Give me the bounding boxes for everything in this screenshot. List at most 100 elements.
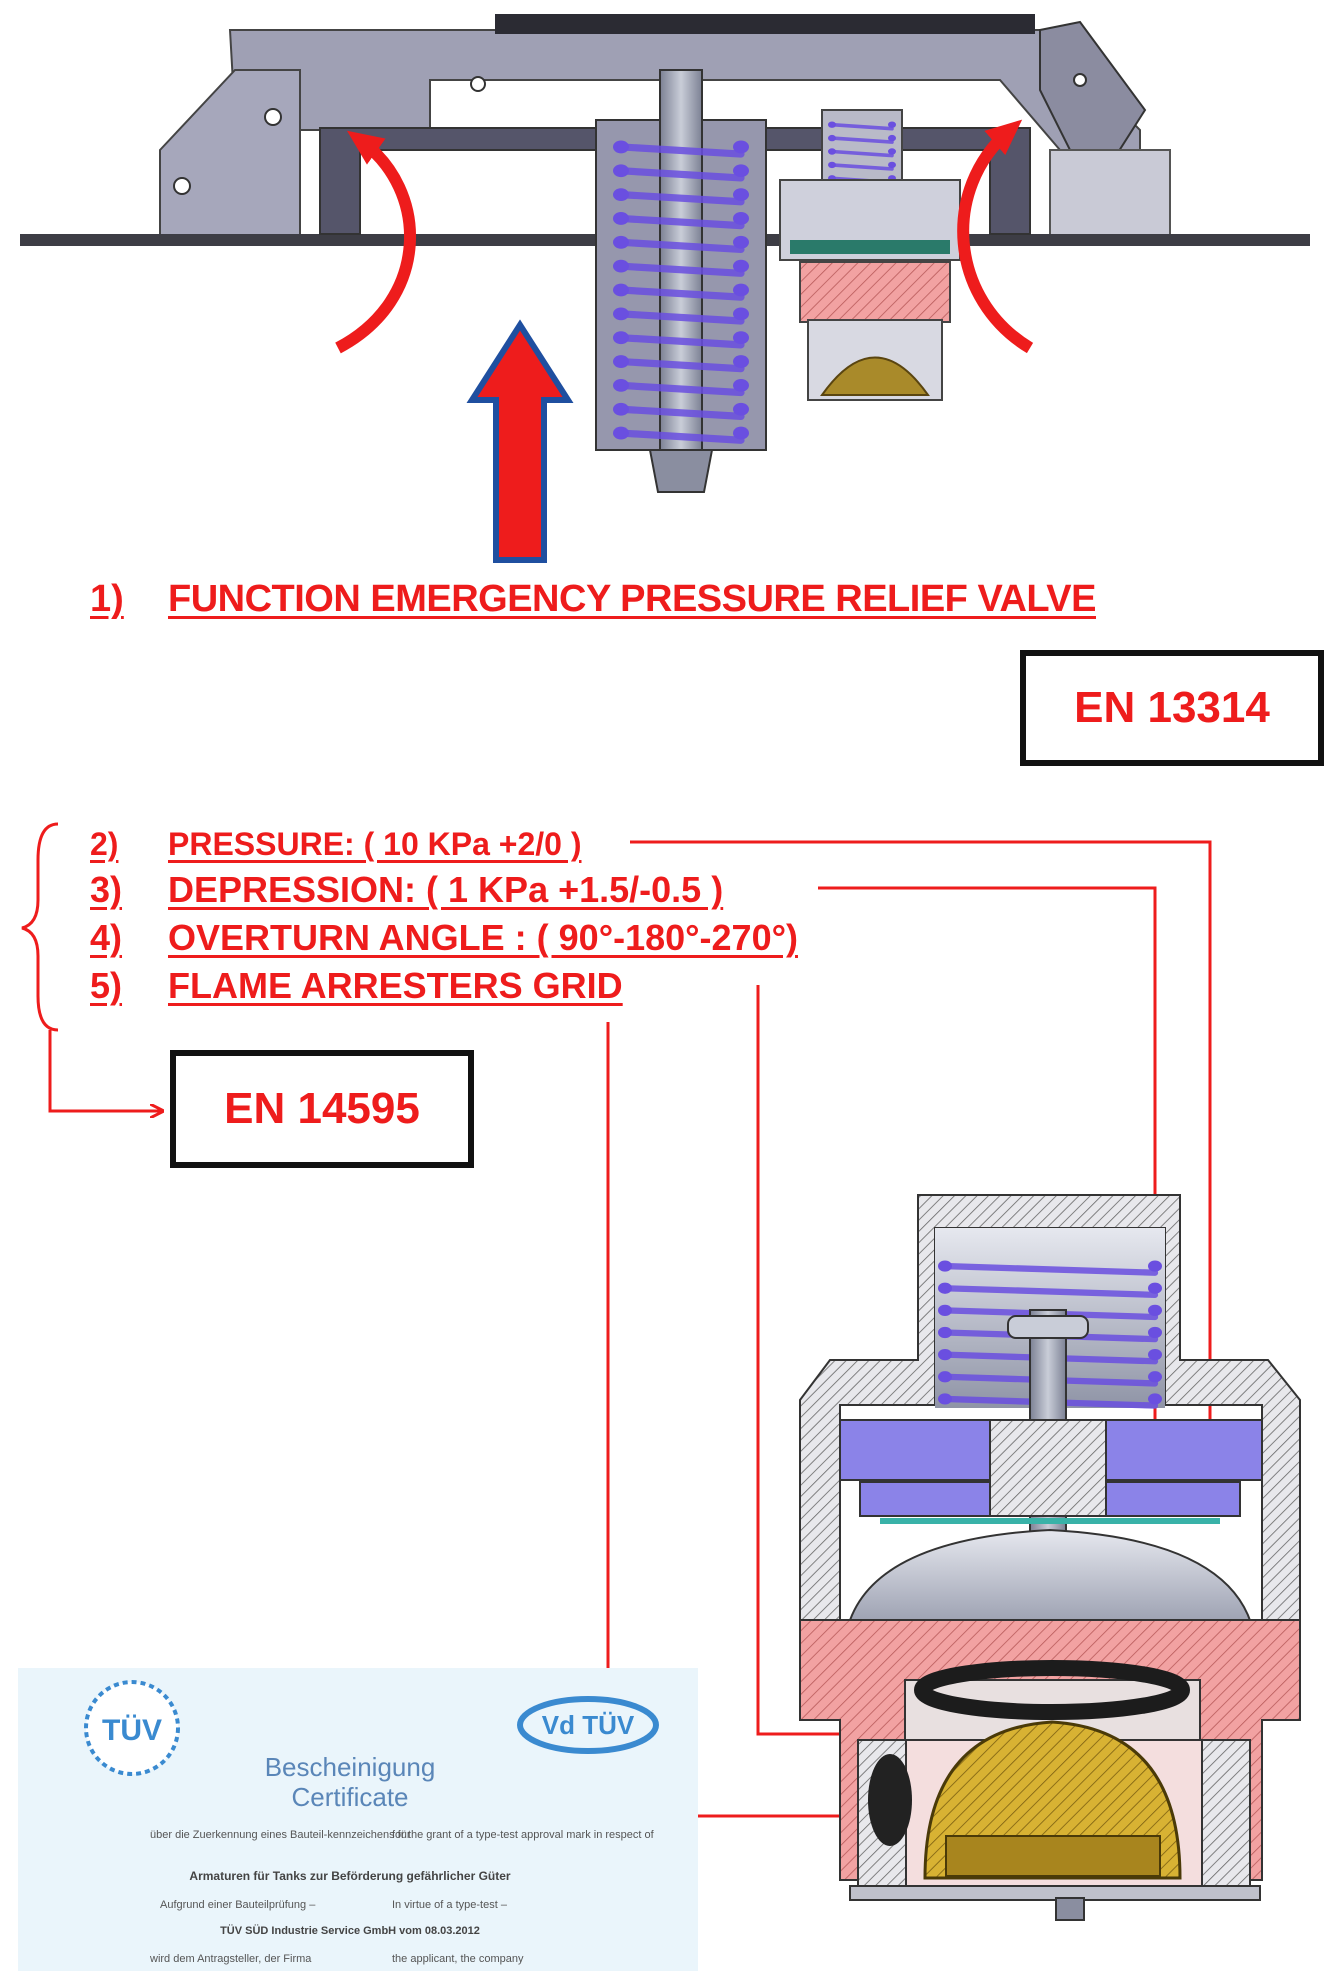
flow-arrow-left xyxy=(335,130,416,354)
valve-cross-section xyxy=(799,1194,1301,1921)
cert-title-de: Bescheinigung xyxy=(265,1752,436,1782)
spring-coil xyxy=(1148,1393,1162,1405)
feature-pressure: PRESSURE: ( 10 KPa +2/0 ) xyxy=(168,826,582,862)
spring-coil xyxy=(888,148,896,155)
feature-number-depression: 3) xyxy=(90,869,123,910)
spring-coil xyxy=(733,164,749,178)
spring-coil xyxy=(1148,1326,1162,1339)
spring-coil xyxy=(617,214,745,230)
feature-number-pressure: 2) xyxy=(90,826,119,862)
standard-en14595: EN 14595 xyxy=(224,1084,420,1133)
breather-valve-disc xyxy=(790,240,950,254)
diaphragm-dome xyxy=(843,1528,1257,1641)
vdtuv-logo-text: Vd TÜV xyxy=(542,1710,635,1740)
spring-coil xyxy=(733,378,749,392)
spring-coil xyxy=(733,402,749,416)
cert-line1-en: for the grant of a type-test approval ma… xyxy=(392,1829,655,1841)
spring-coil xyxy=(617,429,745,444)
spring-coil xyxy=(830,122,894,131)
feature-number-flame-grid: 5) xyxy=(90,965,123,1006)
cert-line3-de: Aufgrund einer Bauteilprüfung – xyxy=(160,1899,316,1911)
tuv-logo-circle xyxy=(84,1680,180,1776)
spring-coil xyxy=(1148,1371,1162,1383)
cert-line5-de: wird dem Antragsteller, der Firma xyxy=(149,1953,312,1965)
cert-line3-en: In virtue of a type-test – xyxy=(392,1899,508,1911)
standard-box-en13314: EN 13314 xyxy=(1020,650,1324,766)
certificate-image: TÜV Vd TÜV Bescheinigung Certificate übe… xyxy=(18,1668,698,1971)
vdtuv-logo xyxy=(517,1696,659,1754)
spring-coil xyxy=(733,140,749,154)
spring-coil xyxy=(733,283,749,297)
spring-coil xyxy=(733,331,749,345)
hinge-bolt xyxy=(264,108,282,126)
spring-coil xyxy=(941,1262,1159,1276)
o-ring xyxy=(914,1660,1190,1720)
spring-coil xyxy=(617,405,745,420)
spring-coil xyxy=(733,212,749,225)
hinge-bracket xyxy=(159,69,301,241)
spring-coil xyxy=(888,134,896,142)
spring-coil xyxy=(1148,1349,1162,1361)
feature-number-overturn: 4) xyxy=(90,917,123,958)
spring-coil xyxy=(617,381,745,397)
spring-coil xyxy=(617,238,745,254)
spring-coil xyxy=(733,188,749,202)
cert-line5-en: the applicant, the company xyxy=(392,1953,524,1965)
connector-pressure xyxy=(630,840,1226,1466)
feature-overturn: OVERTURN ANGLE : ( 90°-180°-270°) xyxy=(168,917,798,958)
spring-coil xyxy=(888,161,896,169)
spring-coil xyxy=(617,262,745,277)
spring-coil xyxy=(830,136,894,144)
tuv-logo-text: TÜV xyxy=(102,1714,162,1747)
pressure-arrow-up xyxy=(466,319,574,563)
spring-coil xyxy=(733,355,749,368)
cert-title-en: Certificate xyxy=(291,1782,408,1812)
cert-line2: Armaturen für Tanks zur Beförderung gefä… xyxy=(189,1869,510,1883)
standard-en13314: EN 13314 xyxy=(1074,683,1270,732)
valve-stem xyxy=(659,69,703,481)
side-port xyxy=(868,1754,912,1846)
title-number: 1) xyxy=(90,578,124,620)
feature-depression: DEPRESSION: ( 1 KPa +1.5/-0.5 ) xyxy=(168,869,724,910)
spring-coil xyxy=(617,334,745,349)
valve-tip xyxy=(648,449,714,493)
top-cross-section xyxy=(20,14,1310,563)
flow-arrow-right xyxy=(957,119,1034,354)
spring-coil xyxy=(617,191,745,206)
cover-top-bar xyxy=(495,14,1035,34)
flame-arrester-ring xyxy=(945,1835,1161,1877)
drain-plug xyxy=(1055,1897,1085,1921)
title-label: FUNCTION EMERGENCY PRESSURE RELIEF VALVE xyxy=(168,578,1097,620)
spring-coil xyxy=(1148,1282,1162,1294)
spring-coil xyxy=(888,121,896,128)
spring-coil xyxy=(830,149,894,158)
spring-coil xyxy=(617,286,745,301)
hinge-bolt xyxy=(173,177,191,195)
spring-coil xyxy=(941,1285,1159,1299)
spring-coil xyxy=(733,426,749,440)
spring-coil xyxy=(830,163,894,171)
breather-valve-lower xyxy=(799,261,951,323)
spring-coil xyxy=(1148,1304,1162,1316)
spring-coil xyxy=(733,307,749,321)
seal-line xyxy=(880,1518,1220,1524)
right-post xyxy=(1049,149,1171,241)
seat-hub xyxy=(989,1419,1107,1517)
connector-en14595 xyxy=(48,1030,162,1111)
spring-coil xyxy=(617,143,745,158)
spring-coil xyxy=(733,259,749,273)
spring-coil xyxy=(617,310,745,325)
cert-line1-de: über die Zuerkennung eines Bauteil-kennz… xyxy=(150,1829,411,1841)
spring-coil xyxy=(1148,1260,1162,1272)
brace xyxy=(21,822,59,1032)
cert-line4: TÜV SÜD Industrie Service GmbH vom 08.03… xyxy=(220,1924,480,1937)
spring-coil xyxy=(617,167,745,182)
breather-flame-grid xyxy=(820,356,930,396)
spring-coil xyxy=(617,357,745,373)
emergency-spring xyxy=(613,140,749,444)
housing-wall-right xyxy=(1201,1739,1251,1891)
stem-head xyxy=(1007,1315,1089,1339)
feature-flame-grid: FLAME ARRESTERS GRID xyxy=(168,965,623,1006)
cover-bolt xyxy=(470,76,486,92)
